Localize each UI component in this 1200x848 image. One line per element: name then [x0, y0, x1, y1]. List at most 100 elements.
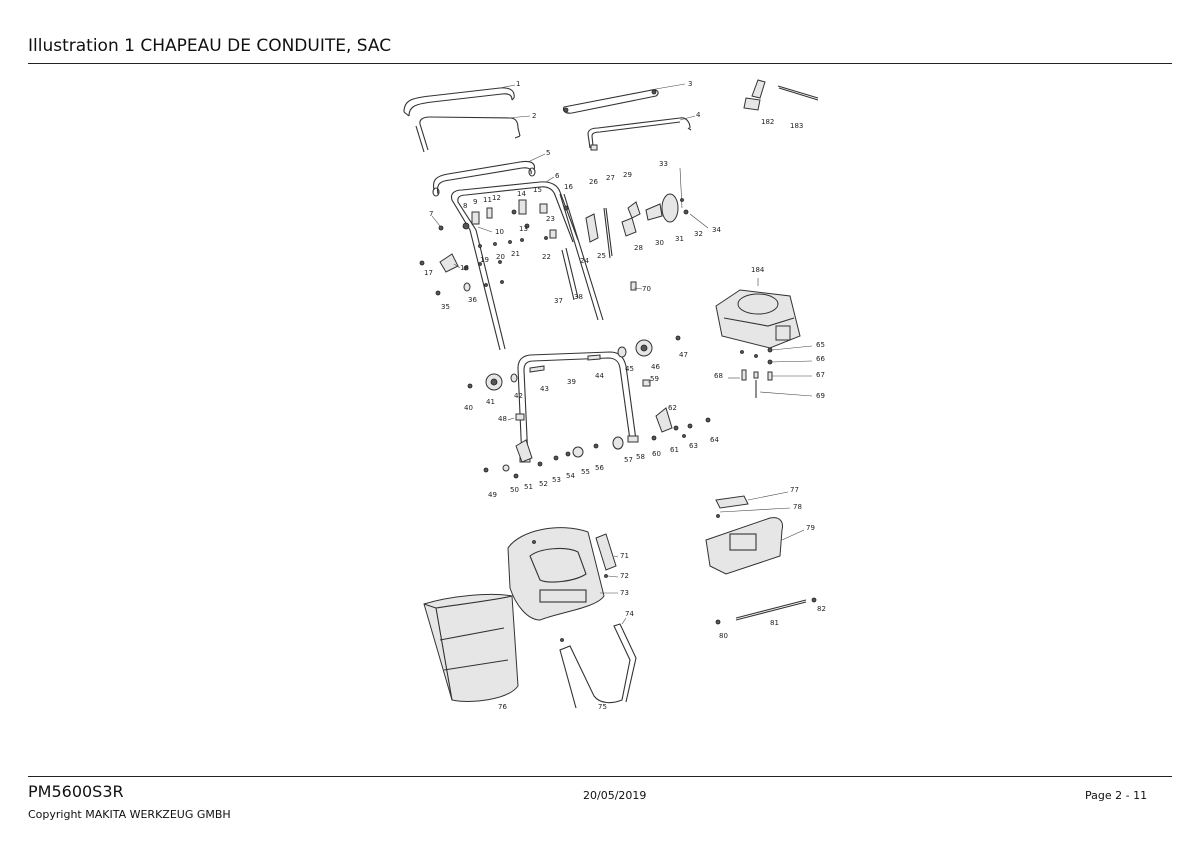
callout-81: 81 [770, 619, 779, 627]
callout-67: 67 [816, 371, 825, 379]
callout-50: 50 [510, 486, 519, 494]
callout-39: 39 [567, 378, 576, 386]
lower-handle-hardware [467, 335, 711, 479]
upper-handle-bar [403, 87, 515, 117]
callout-182: 182 [761, 118, 774, 126]
callout-5: 5 [546, 149, 550, 157]
callout-31: 31 [675, 235, 684, 243]
callout-10: 10 [495, 228, 504, 236]
model-number: PM5600S3R [28, 782, 124, 801]
starter-cord-handle [743, 79, 766, 111]
callout-52: 52 [539, 480, 548, 488]
page-number: Page 2 - 11 [1085, 789, 1148, 802]
callout-9: 9 [473, 198, 477, 206]
callout-74: 74 [625, 610, 634, 618]
callout-53: 53 [552, 476, 561, 484]
rear-flap [705, 517, 783, 575]
cable-lever-assembly [585, 193, 689, 259]
callout-77: 77 [790, 486, 799, 494]
leader-lines [431, 83, 813, 625]
callout-42: 42 [514, 392, 523, 400]
callout-22: 22 [542, 253, 551, 261]
grass-bag [423, 593, 519, 702]
callout-37: 37 [554, 297, 563, 305]
page-title: Illustration 1 CHAPEAU DE CONDUITE, SAC [28, 36, 392, 56]
callout-82: 82 [817, 605, 826, 613]
callout-57: 57 [624, 456, 633, 464]
callout-58: 58 [636, 453, 645, 461]
copyright-text: Copyright MAKITA WERKZEUG GMBH [28, 808, 231, 821]
callout-4: 4 [696, 111, 701, 119]
callout-16: 16 [564, 183, 573, 191]
callout-54: 54 [566, 472, 575, 480]
callout-64: 64 [710, 436, 719, 444]
callout-24: 24 [580, 257, 589, 265]
callout-76: 76 [498, 703, 507, 711]
cover-plate [715, 495, 749, 518]
mid-handle-bar [432, 160, 536, 197]
screw-70 [630, 281, 637, 291]
callout-51: 51 [524, 483, 533, 491]
callout-34: 34 [712, 226, 721, 234]
retaining-rod [777, 85, 819, 101]
callout-19: 19 [480, 256, 489, 264]
callout-73: 73 [620, 589, 629, 597]
callout-184: 184 [751, 266, 765, 274]
callout-29: 29 [623, 171, 632, 179]
callout-183: 183 [790, 122, 803, 130]
callout-7: 7 [429, 210, 433, 218]
callout-66: 66 [816, 355, 825, 363]
callout-33: 33 [659, 160, 668, 168]
cable-guide-bar [562, 89, 659, 114]
callout-8: 8 [463, 202, 467, 210]
callout-61: 61 [670, 446, 679, 454]
callout-23: 23 [546, 215, 555, 223]
callout-45: 45 [625, 365, 634, 373]
callout-21: 21 [511, 250, 520, 258]
callout-14: 14 [517, 190, 526, 198]
callout-44: 44 [595, 372, 604, 380]
callout-38: 38 [574, 293, 583, 301]
callout-46: 46 [651, 363, 660, 371]
callout-47: 47 [679, 351, 688, 359]
callout-56: 56 [595, 464, 604, 472]
fastener-row-upper [438, 199, 569, 248]
callout-75: 75 [598, 703, 607, 711]
control-bar [587, 117, 692, 151]
hinge-rod [715, 597, 817, 625]
callout-63: 63 [689, 442, 698, 450]
callout-72: 72 [620, 572, 629, 580]
callout-28: 28 [634, 244, 643, 252]
callout-69: 69 [816, 392, 825, 400]
callout-30: 30 [655, 239, 664, 247]
callout-80: 80 [719, 632, 728, 640]
callout-71: 71 [620, 552, 629, 560]
callout-78: 78 [793, 503, 802, 511]
grass-bag-frame [559, 623, 637, 709]
callout-17: 17 [424, 269, 433, 277]
callout-20: 20 [496, 253, 505, 261]
engine-assembly [715, 289, 801, 398]
upper-handle-tube [415, 116, 521, 153]
callout-79: 79 [806, 524, 815, 532]
callout-41: 41 [486, 398, 495, 406]
callout-70: 70 [642, 285, 651, 293]
callout-6: 6 [555, 172, 560, 180]
callout-32: 32 [694, 230, 703, 238]
callout-68: 68 [714, 372, 723, 380]
callout-43: 43 [540, 385, 549, 393]
callout-18: 18 [460, 264, 469, 272]
callout-59: 59 [650, 375, 659, 383]
callout-11: 11 [483, 196, 492, 204]
callout-40: 40 [464, 404, 473, 412]
grass-box-lid [507, 527, 605, 621]
callout-48: 48 [498, 415, 507, 423]
callout-15: 15 [533, 186, 542, 194]
callout-2: 2 [532, 112, 536, 120]
callout-27: 27 [606, 174, 615, 182]
footer-rule [28, 776, 1172, 777]
callout-35: 35 [441, 303, 450, 311]
callout-55: 55 [581, 468, 590, 476]
header-rule [28, 63, 1172, 64]
left-lever-clamp [419, 253, 504, 296]
